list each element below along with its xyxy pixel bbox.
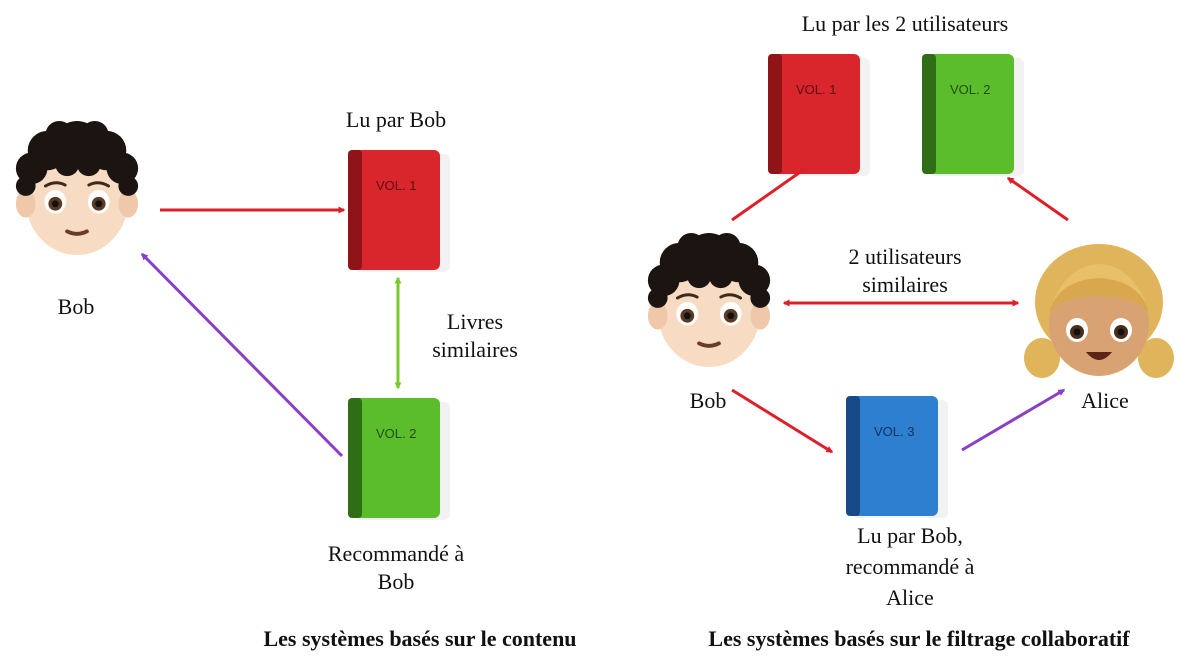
book-volume-text: VOL. 3 xyxy=(874,424,914,439)
bob-face-icon xyxy=(645,230,773,370)
book-vol2-icon: VOL. 2 xyxy=(348,398,450,520)
bob-name-label: Bob xyxy=(689,388,727,413)
book-vol1-icon: VOL. 1 xyxy=(768,54,870,176)
recommended-label-line1: Recommandé à xyxy=(327,541,465,566)
read-by-bob-label: Lu par Bob xyxy=(345,107,447,132)
alice-name-label: Alice xyxy=(1081,388,1129,413)
similar-users-label-line2: similaires xyxy=(862,272,948,297)
recommend-arrow xyxy=(140,252,344,458)
bob-read-book3-arrow xyxy=(731,388,834,454)
similar-books-label-line1: Livres xyxy=(446,309,504,334)
similar-books-label-line2: similaires xyxy=(432,337,518,362)
book3-label-line1: Lu par Bob, xyxy=(857,523,963,548)
book-volume-text: VOL. 2 xyxy=(376,426,416,441)
bob-name-label: Bob xyxy=(57,294,95,319)
book3-label-line3: Alice xyxy=(886,585,934,610)
book3-label-line2: recommandé à xyxy=(845,554,975,579)
book-volume-text: VOL. 1 xyxy=(796,82,836,97)
recommended-label-line2: Bob xyxy=(377,569,415,594)
collaborative-caption: Les systèmes basés sur le filtrage colla… xyxy=(708,626,1130,651)
book-volume-text: VOL. 2 xyxy=(950,82,990,97)
book-vol1-icon: VOL. 1 xyxy=(348,150,450,272)
book-volume-text: VOL. 1 xyxy=(376,178,416,193)
book-vol3-icon: VOL. 3 xyxy=(846,396,948,518)
alice-read-book2-arrow xyxy=(1006,176,1069,222)
recommend-to-alice-arrow xyxy=(961,388,1066,452)
content-based-caption: Les systèmes basés sur le contenu xyxy=(263,626,577,651)
read-by-both-label: Lu par les 2 utilisateurs xyxy=(801,11,1009,36)
similar-users-label-line1: 2 utilisateurs xyxy=(848,244,962,269)
bob-read-book1-arrow xyxy=(731,166,808,222)
book-vol2-icon: VOL. 2 xyxy=(922,54,1024,176)
alice-face-icon xyxy=(1024,244,1174,378)
bob-face-icon xyxy=(13,118,141,258)
